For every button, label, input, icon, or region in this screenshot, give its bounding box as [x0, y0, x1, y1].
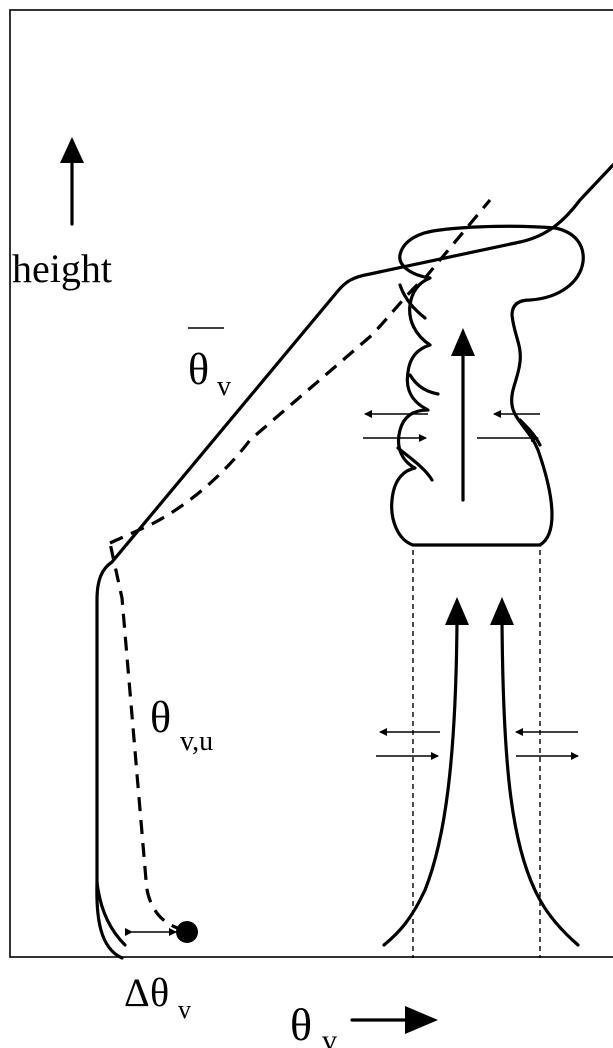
bubble-swirl-left-mid	[408, 373, 440, 396]
updraft-theta-label: θ v,u	[150, 693, 213, 757]
bubble-swirl-left-lower	[396, 446, 434, 482]
height-axis-arrow	[60, 137, 84, 226]
delta-theta-label: Δ θ v	[124, 970, 191, 1024]
plume-stem-left-arrowhead	[445, 597, 469, 625]
bubble-updraft-arrow	[451, 328, 475, 502]
surface-layer-curve	[95, 880, 127, 947]
svg-text:v: v	[217, 371, 231, 402]
mean-theta-v-label: θ v	[188, 327, 231, 402]
svg-text:θ: θ	[150, 693, 171, 742]
plume-stem-left	[382, 618, 459, 947]
mean-theta-v-profile	[95, 163, 613, 960]
plume-entrainment-arrows-right	[515, 728, 579, 760]
bubble-entrainment-arrows-left	[363, 410, 428, 442]
plot-frame	[9, 9, 613, 958]
thermal-bubble-outline	[390, 224, 585, 547]
svg-text:v,u: v,u	[180, 726, 213, 757]
height-axis-label: height	[12, 246, 112, 291]
svg-text:v: v	[178, 995, 191, 1024]
svg-text:θ: θ	[150, 970, 169, 1015]
svg-text:θ: θ	[188, 345, 209, 394]
svg-text:Δ: Δ	[124, 970, 150, 1015]
air-parcel-dot	[176, 921, 198, 943]
theta-v-axis-label: θ v	[290, 999, 337, 1048]
bubble-swirl-left-upper	[398, 283, 427, 320]
updraft-theta-vu-profile	[108, 198, 492, 932]
plume-entrainment-arrows-left	[376, 728, 440, 760]
svg-text:v: v	[322, 1024, 337, 1048]
theta-v-axis-arrow	[350, 1006, 438, 1034]
plume-stem-right	[500, 618, 580, 947]
plume-stem-right-arrowhead	[490, 597, 514, 625]
bubble-entrainment-arrows-right	[477, 410, 540, 442]
bubble-swirl-right	[518, 418, 542, 447]
svg-text:θ: θ	[290, 999, 312, 1048]
